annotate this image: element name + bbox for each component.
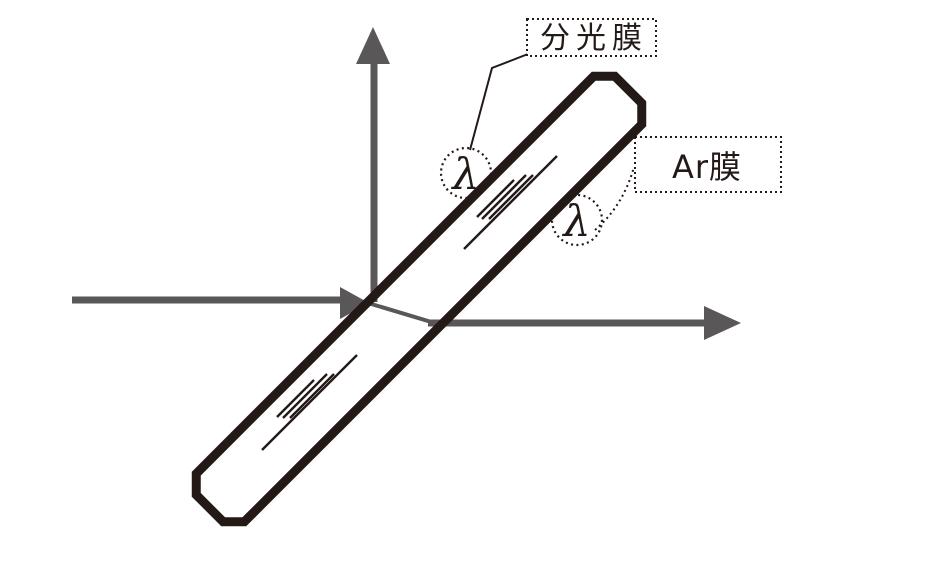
transmitted-beam-arrow <box>428 306 741 340</box>
refracted-beam-segment <box>367 301 439 326</box>
dotted-label-border <box>634 136 782 193</box>
dotted-label-border <box>526 18 657 57</box>
hatch-line <box>463 155 558 250</box>
ar-film-label-box: Ar膜 <box>634 136 782 193</box>
transmitted-beam-arrowhead-icon <box>704 306 741 340</box>
plate-outline <box>191 71 647 527</box>
lambda-marker-back: λ <box>550 193 604 247</box>
leader-line-ar-film <box>594 166 635 231</box>
glass-hatch-upper <box>463 155 558 250</box>
hatch-line <box>488 174 534 220</box>
hatch-line <box>282 373 328 419</box>
incident-beam-arrow <box>72 287 369 319</box>
reflected-beam-arrowhead-icon <box>356 27 390 64</box>
splitter-film-label-box: 分光膜 <box>526 18 657 57</box>
leader-line-splitter-film <box>469 53 529 151</box>
plate-glass-fill <box>196 76 642 522</box>
incident-beam-arrowhead-icon <box>340 287 369 319</box>
ar-film-label: Ar膜 <box>672 148 742 186</box>
lambda-symbol: λ <box>450 150 479 200</box>
dotted-circle-icon <box>550 193 604 247</box>
reflected-beam-arrow <box>356 27 390 302</box>
glass-hatch-lower <box>261 354 358 451</box>
splitter-film-label: 分光膜 <box>540 21 648 56</box>
splitter-plate-body <box>196 76 642 522</box>
lambda-marker-front: λ <box>439 146 493 200</box>
hatch-line <box>476 179 515 218</box>
lambda-symbol: λ <box>561 197 590 247</box>
dotted-circle-icon <box>439 146 493 200</box>
splitter-plate <box>191 71 647 527</box>
hatch-line <box>261 354 358 451</box>
hatch-line <box>481 174 527 220</box>
hatch-line <box>276 379 315 418</box>
hatch-line <box>289 373 335 419</box>
